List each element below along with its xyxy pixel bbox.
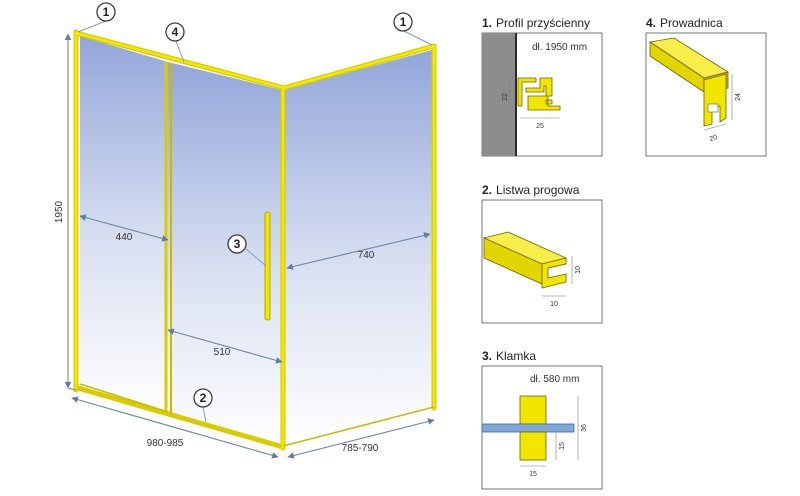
detail-threshold: 2. Listwa progowa 10 10: [481, 183, 603, 324]
dimension-labels: 1950 440 740 510 980-985 785-790: [54, 200, 379, 454]
threshold-section: [541, 257, 567, 289]
svg-text:1.Profil przyścienny: 1. Profil przyścienny: [482, 16, 590, 30]
svg-text:3: 3: [234, 237, 241, 251]
svg-text:15: 15: [559, 442, 566, 450]
dim-side-width: 785-790: [342, 443, 379, 454]
door-handle: [264, 211, 271, 321]
detail-3-title: Klamka: [496, 349, 536, 363]
glass-section: [481, 423, 575, 433]
dim-front-width: 980-985: [147, 438, 184, 449]
detail-1-length: dł. 1950 mm: [532, 42, 587, 53]
detail-guide-rail: 4. Prowadnica 24 20: [645, 16, 767, 157]
detail-4-number: 4.: [646, 16, 656, 30]
svg-text:24: 24: [735, 93, 742, 101]
svg-text:36: 36: [581, 424, 588, 432]
svg-text:1: 1: [103, 5, 110, 19]
svg-text:4.Prowadnica: 4. Prowadnica: [646, 16, 723, 30]
detail-3-number: 3.: [482, 349, 492, 363]
svg-text:25: 25: [536, 123, 544, 130]
svg-text:2: 2: [200, 391, 207, 405]
guide-rail-section: [703, 73, 727, 127]
detail-handle: 3. Klamka dł. 580 mm 36 15 15: [481, 349, 603, 490]
wall-profile-section: [517, 77, 561, 111]
svg-text:2.Listwa progowa: 2. Listwa progowa: [482, 183, 580, 197]
detail-2-number: 2.: [482, 183, 492, 197]
svg-text:1: 1: [400, 15, 407, 29]
dimension-lines: [64, 33, 435, 459]
callout-4: [165, 22, 185, 42]
dim-fixed-panel: 440: [116, 232, 133, 243]
callout-1-right: [393, 12, 413, 32]
svg-text:4: 4: [172, 25, 179, 39]
detail-2-title: Listwa progowa: [496, 183, 580, 197]
svg-text:10: 10: [550, 301, 558, 308]
detail-4-title: Prowadnica: [660, 16, 723, 30]
handle-top: [519, 395, 547, 425]
detail-wall-profile: 1. Profil przyścienny dł. 1950 mm 22 25: [481, 16, 603, 157]
dim-height: 1950: [54, 200, 65, 223]
svg-text:10: 10: [575, 266, 582, 274]
dim-door-opening: 510: [214, 347, 231, 358]
callouts: 1 4 1 3 2: [77, 2, 433, 423]
side-wall-glass: [282, 50, 432, 446]
fixed-glass-panel: [80, 36, 168, 414]
callout-3: [227, 234, 247, 254]
callout-1-left: [96, 2, 116, 22]
detail-3-length: dł. 580 mm: [530, 374, 579, 385]
svg-text:15: 15: [529, 471, 537, 478]
dim-right-wall: 740: [358, 250, 375, 261]
callout-2: [193, 388, 213, 408]
handle-bottom: [519, 431, 547, 461]
svg-text:20: 20: [709, 134, 719, 143]
wall-section: [482, 33, 516, 156]
detail-1-title: Profil przyścienny: [496, 16, 590, 30]
svg-text:3.Klamka: 3. Klamka: [482, 349, 536, 363]
svg-text:22: 22: [502, 93, 509, 101]
detail-1-number: 1.: [482, 16, 492, 30]
